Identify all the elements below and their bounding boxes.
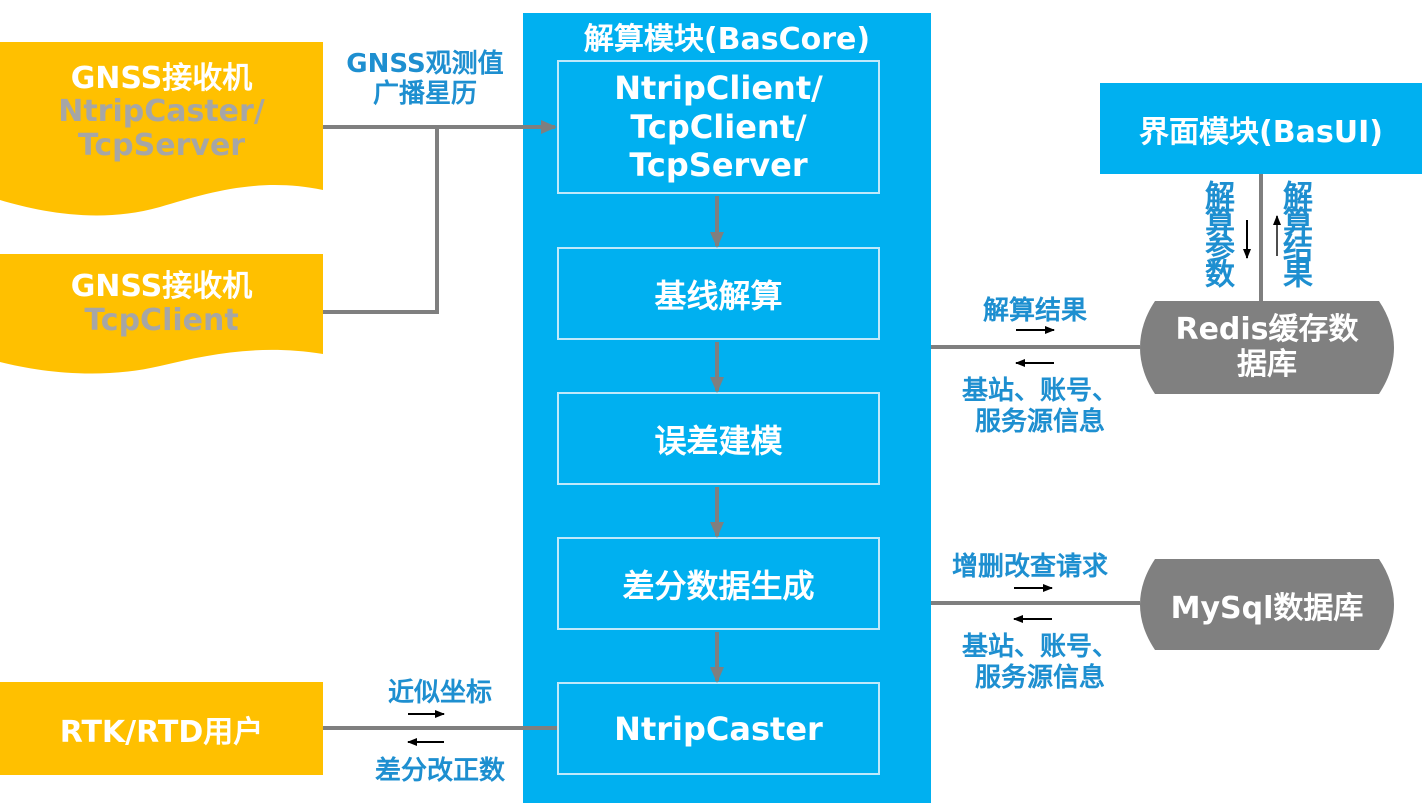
user-label: RTK/RTD用户 [59, 714, 264, 750]
source-gnss-receiver-server: GNSS接收机 NtripCaster/ TcpServer [0, 42, 323, 217]
label-line: 基站、账号、 [961, 375, 1118, 406]
source-subtitle: TcpServer [77, 127, 246, 163]
label-line: 广播星历 [372, 79, 477, 109]
label-line: 服务源信息 [974, 663, 1105, 693]
label-line: GNSS观测值 [346, 49, 504, 80]
ui-module-basui[interactable]: 界面模块(BasUI) [1100, 83, 1422, 174]
ui-down-label: 解算参数 [1199, 180, 1234, 284]
user-backward-label: 差分改正数 [374, 755, 505, 786]
source-subtitle: TcpClient [84, 303, 239, 338]
source-subtitle: NtripCaster/ [58, 94, 265, 130]
database-shape [1140, 559, 1394, 650]
step-label: NtripCaster [614, 709, 823, 748]
label-line: 服务源信息 [974, 407, 1105, 437]
wave-shape [0, 254, 323, 374]
database-shape [1140, 301, 1394, 394]
step-error-modeling[interactable]: 误差建模 [557, 392, 880, 485]
step-label: TcpServer [629, 146, 808, 185]
step-label: TcpClient/ [630, 107, 807, 146]
step-ntripcaster[interactable]: NtripCaster [557, 682, 880, 775]
step-ntrip-tcp-client[interactable]: NtripClient/ TcpClient/ TcpServer [557, 60, 880, 194]
ui-module-label: 界面模块(BasUI) [1139, 114, 1383, 150]
redis-label: 据库 [1237, 346, 1297, 382]
step-differential-data-generation[interactable]: 差分数据生成 [557, 537, 880, 630]
user-forward-label: 近似坐标 [387, 677, 492, 708]
core-module-title: 解算模块(BasCore) [583, 22, 871, 57]
step-label: 基线解算 [654, 276, 783, 315]
mysql-forward-label: 增删改查请求 [951, 551, 1108, 582]
redis-forward-label: 解算结果 [982, 295, 1087, 326]
step-label: NtripClient/ [614, 69, 823, 108]
step-baseline-solution[interactable]: 基线解算 [557, 247, 880, 340]
mysql-label: MySql数据库 [1170, 590, 1364, 626]
redis-backward-label: 基站、账号、 服务源信息 [935, 372, 1145, 442]
rtk-rtd-user: RTK/RTD用户 [0, 682, 323, 775]
source-title: GNSS接收机 [70, 269, 253, 305]
source-title: GNSS接收机 [70, 60, 253, 96]
step-label: 差分数据生成 [622, 566, 815, 605]
wave-shape [0, 42, 323, 216]
mysql-database: MySql数据库 [1137, 559, 1397, 650]
ui-up-label: 解算结果 [1277, 180, 1312, 284]
mysql-backward-label: 基站、账号、 服务源信息 [935, 628, 1145, 698]
redis-label: Redis缓存数 [1175, 312, 1359, 347]
step-label: 误差建模 [654, 421, 783, 460]
source-link-label: GNSS观测值 广播星历 [330, 44, 520, 116]
label-line: 基站、账号、 [961, 631, 1118, 662]
redis-cache-database: Redis缓存数 据库 [1137, 301, 1397, 394]
source-gnss-receiver-client: GNSS接收机 TcpClient [0, 254, 323, 374]
